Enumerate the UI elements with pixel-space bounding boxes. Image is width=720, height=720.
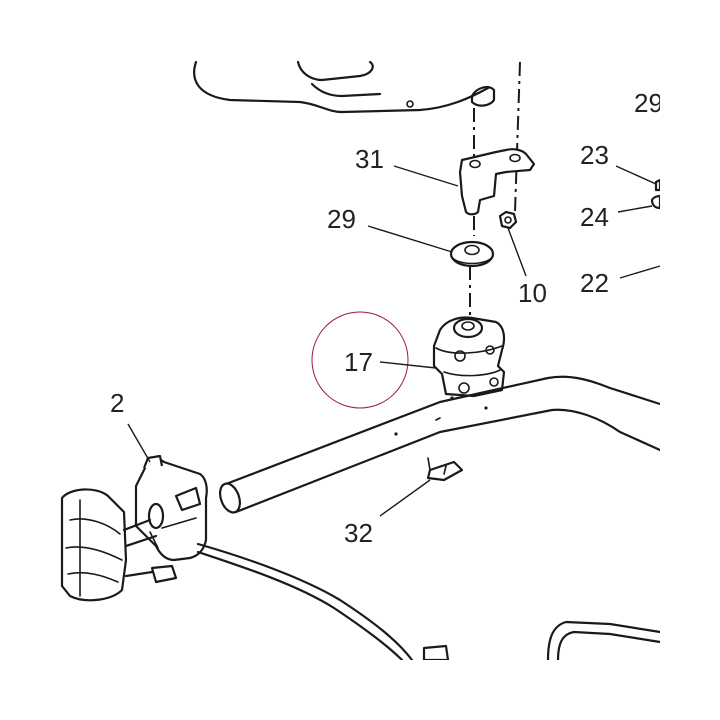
callout-17: 17: [344, 347, 373, 377]
callout-29: 29: [327, 204, 356, 234]
callout-31: 31: [355, 144, 384, 174]
callout-23: 23: [580, 140, 609, 170]
right-side-parts: [650, 178, 662, 210]
callout-29-partial: 29: [634, 88, 663, 118]
part-10-nut: [498, 210, 518, 230]
leader-lines: [127, 165, 661, 517]
handlebar-tube: [219, 375, 662, 514]
left-grip-assembly: [60, 488, 158, 602]
callout-24: 24: [580, 202, 609, 232]
callout-22: 22: [580, 268, 609, 298]
part-2-switch-housing: [134, 454, 208, 562]
callout-32: 32: [344, 518, 373, 548]
part-31-bracket: [458, 148, 536, 216]
right-edge-mask: [660, 0, 720, 720]
bottom-edge-mask: [0, 660, 720, 720]
wiring: [124, 542, 662, 662]
part-32-clip: [426, 457, 464, 482]
axis-line-right: [514, 61, 521, 213]
part-17-clamp: [432, 316, 506, 398]
part-29-washer: [449, 240, 495, 268]
highlight-circle: [311, 311, 409, 409]
upper-triple-clamp: [193, 60, 496, 114]
callout-10: 10: [518, 278, 547, 308]
callout-2: 2: [110, 388, 124, 418]
